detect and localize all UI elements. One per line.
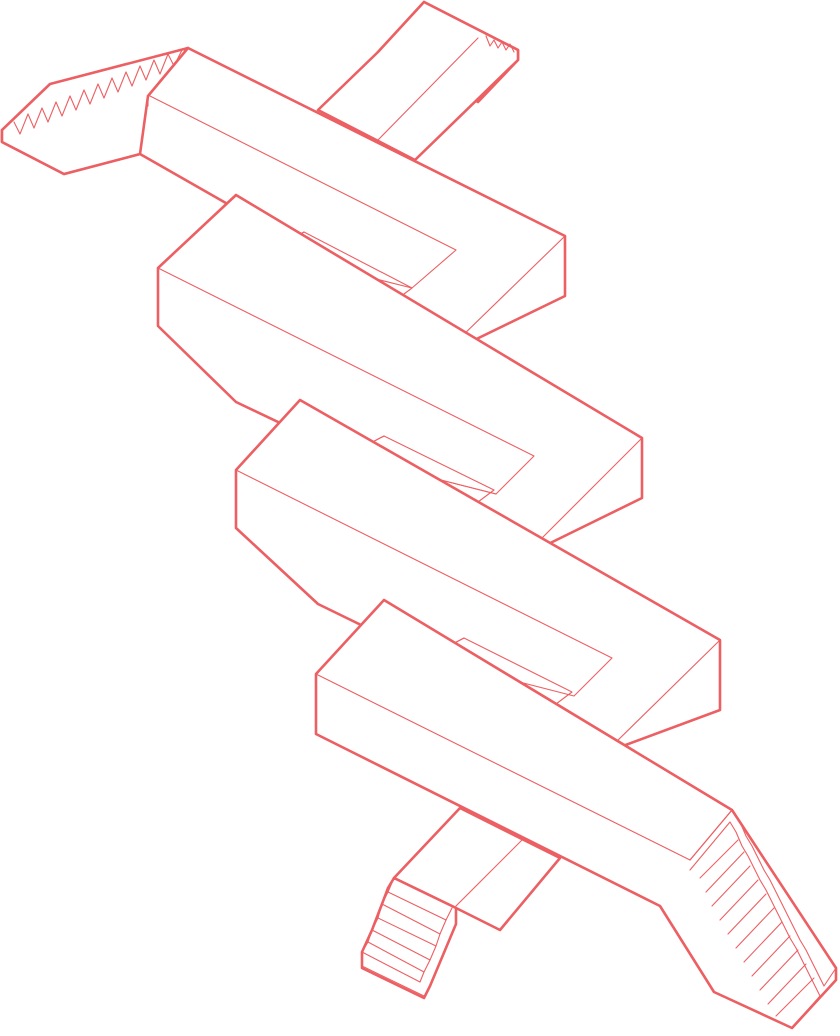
band-4-box [314,598,838,1030]
band-1-left-steps [0,46,190,176]
band-4-right-steps [689,809,837,1029]
back-beam-bottom-steps [360,876,458,1000]
back-beam-top-steps [485,35,515,53]
back-beam-segment-1 [316,0,520,162]
